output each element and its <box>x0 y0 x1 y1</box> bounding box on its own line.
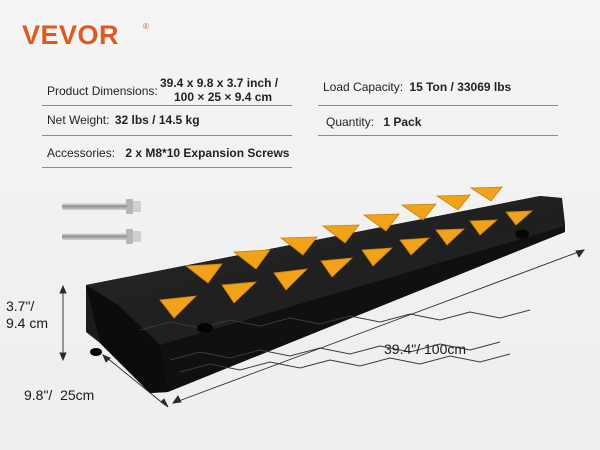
height-line-2: 9.4 cm <box>6 315 49 331</box>
divider <box>318 135 558 136</box>
curb-ramp <box>86 196 565 393</box>
divider <box>42 167 292 168</box>
spec-value: 1 Pack <box>383 115 422 129</box>
spec-label: Load Capacity: <box>323 80 404 94</box>
expansion-screw <box>62 229 141 244</box>
spec-value: 15 Ton / 33069 lbs <box>409 80 512 94</box>
reflector-row <box>159 210 534 319</box>
width-label: 9.8"/ 25cm <box>24 387 95 403</box>
registered-mark: ® <box>143 22 149 31</box>
spec-label: Quantity: <box>326 115 375 129</box>
spec-label: Accessories: <box>47 146 116 160</box>
expansion-screw <box>62 199 141 214</box>
spec-net-weight: Net Weight: 32 lbs / 14.5 kg <box>47 113 200 127</box>
divider <box>42 105 292 106</box>
divider <box>42 135 292 136</box>
spec-value: 100 × 25 × 9.4 cm <box>174 90 273 104</box>
brand-logo: VEVOR <box>22 20 120 50</box>
length-label: 39.4"/ 100cm <box>384 341 467 357</box>
spec-label: Product Dimensions: <box>47 84 158 98</box>
height-line-1: 3.7"/ <box>6 298 35 314</box>
spec-value: 39.4 x 9.8 x 3.7 inch / <box>160 76 279 90</box>
dimension-lines <box>59 249 585 408</box>
spec-accessories: Accessories: 2 x M8*10 Expansion Screws <box>47 146 289 160</box>
height-label: 3.7"/ 9.4 cm <box>6 298 48 332</box>
reflector-row <box>184 186 503 284</box>
spec-label: Net Weight: <box>47 113 110 127</box>
spec-value: 32 lbs / 14.5 kg <box>114 113 200 127</box>
spec-quantity: Quantity: 1 Pack <box>326 115 421 129</box>
divider <box>318 105 558 106</box>
spec-load-capacity: Load Capacity: 15 Ton / 33069 lbs <box>323 80 511 94</box>
spec-value: 2 x M8*10 Expansion Screws <box>125 146 290 160</box>
